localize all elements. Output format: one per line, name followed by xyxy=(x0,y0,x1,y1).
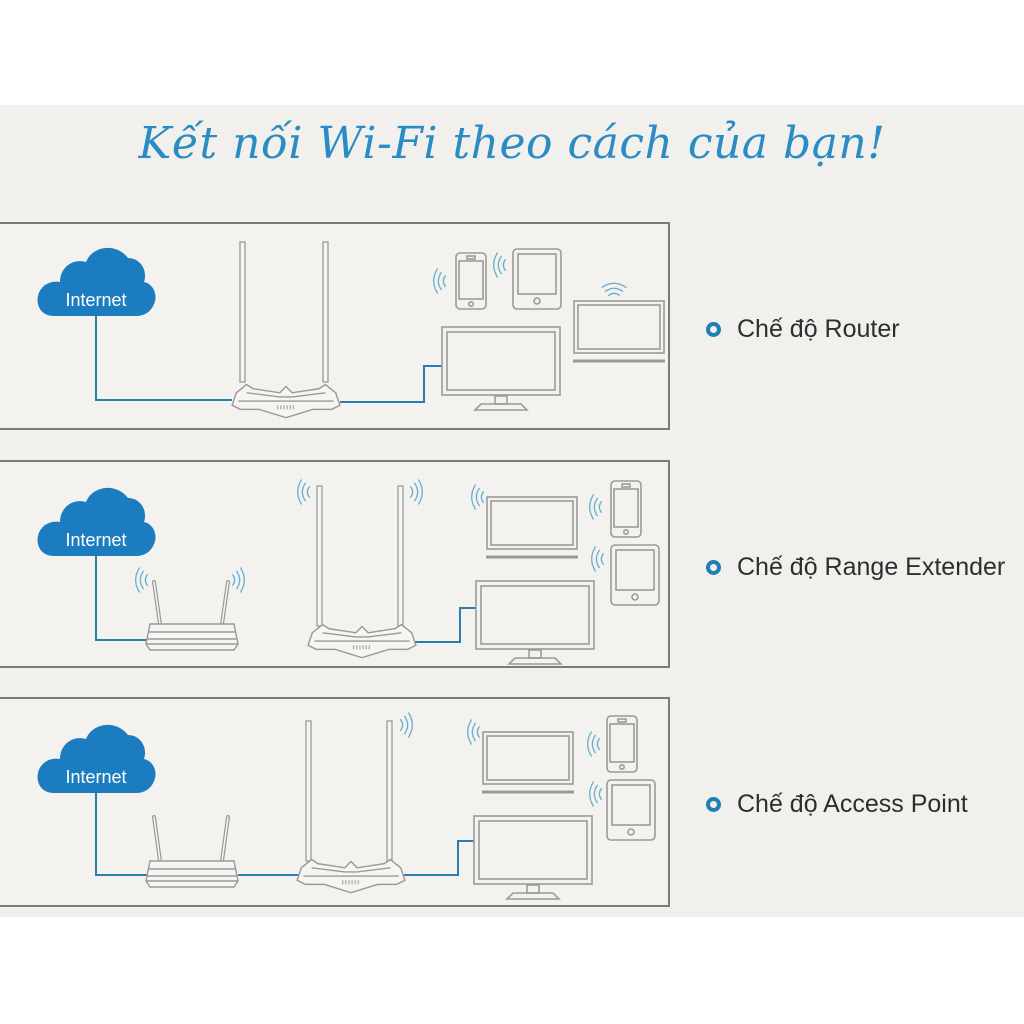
cable-internet-to-router xyxy=(95,538,150,641)
wifi-waves-icon xyxy=(588,781,603,807)
tablet-icon xyxy=(512,248,562,310)
cable-extender-to-tv xyxy=(414,607,476,643)
laptop-icon xyxy=(482,731,574,794)
bullet-icon xyxy=(706,322,721,337)
mode-label: Chế độ Range Extender xyxy=(737,553,1006,581)
access-point-mode-panel: Internet xyxy=(0,697,670,907)
range-extender-mode-panel: Internet xyxy=(0,460,670,668)
access-point-router-icon xyxy=(296,712,414,894)
cloud-label: Internet xyxy=(65,290,126,310)
cable-ap-to-tv xyxy=(404,840,474,876)
wifi-waves-icon xyxy=(470,484,485,510)
wifi-waves-icon xyxy=(588,494,603,520)
wifi-waves-icon xyxy=(399,712,414,738)
internet-cloud-icon: Internet xyxy=(37,724,156,793)
mode-router: Chế độ Router xyxy=(706,315,900,344)
cable-internet-to-router xyxy=(95,296,232,401)
main-router-icon xyxy=(134,567,246,651)
mode-access-point: Chế độ Access Point xyxy=(706,790,968,819)
laptop-icon xyxy=(486,496,578,559)
main-router-icon xyxy=(145,815,239,888)
wifi-waves-icon xyxy=(601,282,627,297)
mode-label: Chế độ Access Point xyxy=(737,790,968,818)
tv-icon xyxy=(441,326,561,411)
mode-label: Chế độ Router xyxy=(737,315,900,343)
page-title: Kết nối Wi-Fi theo cách của bạn! xyxy=(138,118,886,169)
range-extender-mode-diagram: Internet xyxy=(37,479,660,665)
tablet-icon xyxy=(610,544,660,606)
phone-icon xyxy=(455,252,487,310)
wifi-waves-icon xyxy=(409,479,424,505)
mode-range-extender: Chế độ Range Extender xyxy=(706,553,1005,582)
wifi-waves-icon xyxy=(432,268,447,294)
cloud-label: Internet xyxy=(65,767,126,787)
router-mode-diagram: Internet xyxy=(37,241,665,419)
phone-icon xyxy=(610,480,642,538)
wifi-waves-icon xyxy=(492,252,507,278)
tablet-icon xyxy=(606,779,656,841)
phone-icon xyxy=(606,715,638,773)
access-point-mode-diagram: Internet xyxy=(37,712,656,900)
wifi-waves-icon xyxy=(466,719,481,745)
wifi-waves-icon xyxy=(231,567,246,593)
bullet-icon xyxy=(706,797,721,812)
router-mode-panel: Internet xyxy=(0,222,670,430)
cable-router-to-tv xyxy=(340,365,442,403)
tv-icon xyxy=(475,580,595,665)
wifi-waves-icon xyxy=(590,546,605,572)
wifi-waves-icon xyxy=(586,731,601,757)
internet-cloud-icon: Internet xyxy=(37,247,156,316)
wifi-waves-icon xyxy=(134,567,149,593)
tv-icon xyxy=(473,815,593,900)
router-icon xyxy=(231,241,341,419)
wifi-waves-icon xyxy=(296,479,311,505)
laptop-icon xyxy=(573,300,665,363)
internet-cloud-icon: Internet xyxy=(37,487,156,556)
extender-router-icon xyxy=(296,479,424,659)
cloud-label: Internet xyxy=(65,530,126,550)
cable-internet-to-router xyxy=(95,775,150,876)
bullet-icon xyxy=(706,560,721,575)
